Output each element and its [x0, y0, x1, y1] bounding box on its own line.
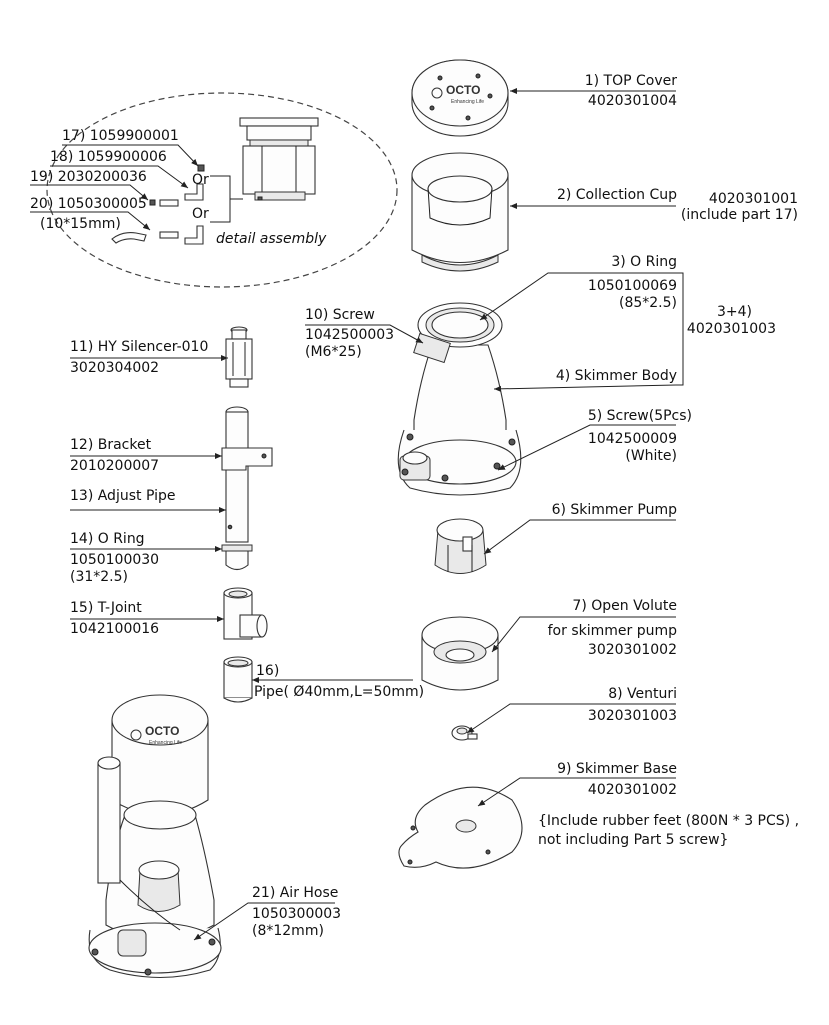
fitting-19-tube — [159, 199, 179, 207]
label-p13-name: 13) Adjust Pipe — [70, 488, 176, 504]
t-joint-part — [223, 587, 268, 640]
label-p12-code: 2010200007 — [70, 458, 160, 474]
label-p3-size: (85*2.5) — [618, 295, 677, 311]
detail-assembly-group — [30, 92, 398, 288]
pipe-part — [223, 656, 253, 703]
venturi-part — [451, 725, 478, 741]
label-p10-size: (M6*25) — [305, 344, 362, 360]
label-p3-name: 3) O Ring — [611, 254, 677, 270]
label-p15-code: 1042100016 — [70, 621, 160, 637]
detail-caption: detail assembly — [216, 231, 327, 247]
assembled-skimmer-illustration: OCTO Enhancing Life — [88, 694, 222, 978]
label-p8-code: 3020301003 — [587, 708, 677, 724]
detail-tube-sketch — [239, 117, 319, 201]
detail-label-18: 18) 1059900006 — [50, 149, 167, 165]
label-p5-note: (White) — [625, 448, 677, 464]
label-p7-code: 3020301002 — [587, 642, 677, 658]
label-p5-code: 1042500009 — [587, 431, 677, 447]
label-p9-name: 9) Skimmer Base — [557, 761, 677, 777]
skimmer-body-part — [397, 302, 522, 496]
detail-label-20: 20) 1050300005 — [30, 196, 147, 212]
silencer-part — [225, 326, 253, 388]
label-p11-name: 11) HY Silencer-010 — [70, 339, 209, 355]
label-p34-name: 3+4) — [716, 304, 752, 320]
label-p14-code: 1050100030 — [70, 552, 160, 568]
detail-or-1: Or — [192, 172, 209, 188]
fitting-17 — [197, 164, 205, 172]
label-p7-note: for skimmer pump — [547, 623, 677, 639]
label-p5-name: 5) Screw(5Pcs) — [587, 408, 692, 424]
assembled-logo-tagline: Enhancing Life — [149, 740, 182, 746]
label-p34-code: 4020301003 — [686, 321, 776, 337]
fitting-18-elbow — [184, 183, 204, 201]
leader-lines-left — [70, 324, 424, 941]
fitting-20-elbow — [184, 225, 204, 245]
fitting-20-tube — [159, 231, 179, 239]
top-cover-logo-tagline: Enhancing Life — [451, 99, 484, 105]
skimmer-base-part — [398, 786, 523, 869]
leader-lines — [466, 88, 684, 807]
air-hose-20 — [111, 232, 147, 244]
adjust-pipe-part — [221, 406, 273, 571]
label-p14-name: 14) O Ring — [70, 531, 145, 547]
label-p2-code: 4020301001 — [708, 191, 798, 207]
label-p16-desc: Pipe( Ø40mm,L=50mm) — [254, 684, 425, 700]
assembled-logo: OCTO — [145, 724, 179, 738]
label-p21-code: 1050300003 — [252, 906, 342, 922]
label-p4-name: 4) Skimmer Body — [555, 368, 677, 384]
label-p7-name: 7) Open Volute — [572, 598, 677, 614]
detail-label-20-size: (10*15mm) — [40, 216, 121, 232]
label-p8-name: 8) Venturi — [608, 686, 677, 702]
label-p6-name: 6) Skimmer Pump — [551, 502, 677, 518]
label-p11-code: 3020304002 — [70, 360, 160, 376]
label-p15-name: 15) T-Joint — [70, 600, 142, 616]
detail-label-19: 19) 2030200036 — [30, 169, 147, 185]
detail-label-17: 17) 1059900001 — [62, 128, 179, 144]
detail-or-2: Or — [192, 206, 209, 222]
collection-cup-part — [411, 152, 509, 272]
label-p10-name: 10) Screw — [305, 307, 375, 323]
label-p16-name: 16) — [256, 663, 280, 679]
label-p21-size: (8*12mm) — [252, 923, 324, 939]
open-volute-part — [421, 616, 499, 691]
label-p1-name: 1) TOP Cover — [584, 73, 677, 89]
label-p9-note2: not including Part 5 screw} — [538, 832, 729, 848]
label-p9-note1: {Include rubber feet (800N * 3 PCS) , — [538, 813, 800, 829]
label-p21-name: 21) Air Hose — [252, 885, 339, 901]
label-p2-note: (include part 17) — [680, 207, 798, 223]
label-p9-code: 4020301002 — [587, 782, 677, 798]
label-p14-size: (31*2.5) — [70, 569, 129, 585]
label-p10-code: 1042500003 — [305, 327, 395, 343]
label-p1-code: 4020301004 — [587, 93, 677, 109]
label-p12-name: 12) Bracket — [70, 437, 152, 453]
label-p3-code: 1050100069 — [587, 278, 677, 294]
skimmer-pump-part — [434, 518, 487, 574]
label-p2-name: 2) Collection Cup — [556, 187, 677, 203]
top-cover-logo: OCTO — [446, 83, 480, 97]
fitting-19 — [149, 199, 156, 206]
top-cover-part: OCTO Enhancing Life — [411, 59, 509, 137]
